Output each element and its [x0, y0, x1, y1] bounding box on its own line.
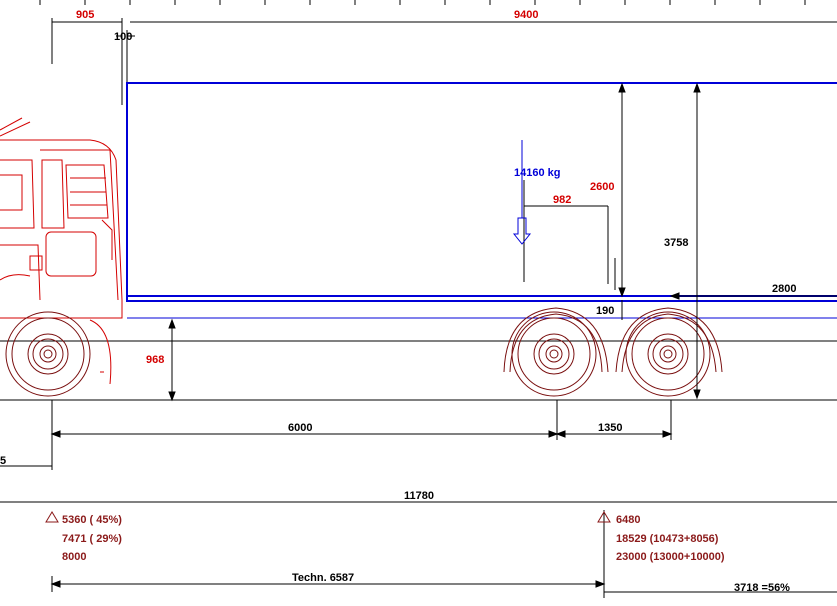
axle-load-markers — [45, 511, 611, 523]
rear-overhang-label: 2800 — [772, 283, 796, 295]
cog-height-label: 2600 — [590, 181, 614, 193]
overall-length-label: 11780 — [404, 490, 434, 502]
rear-axle-load-3: 23000 (13000+10000) — [616, 551, 725, 563]
front-axle-load-2: 7471 ( 29%) — [62, 533, 122, 545]
front-axle-load-3: 8000 — [62, 551, 86, 563]
top-ruler — [0, 0, 837, 5]
truck-cab — [0, 117, 123, 385]
rear-wheel-2 — [615, 307, 723, 397]
top-dimensions — [51, 18, 837, 105]
bottom-dimension-lines — [0, 400, 837, 598]
chassis — [0, 340, 837, 401]
ratio-label: 3718 =56% — [734, 582, 790, 594]
wheelbase-label: 6000 — [288, 422, 312, 434]
front-axle-load-1: 5360 ( 45%) — [62, 514, 122, 526]
cog-offset-label: 982 — [553, 194, 571, 206]
rear-axle-load-2: 18529 (10473+8056) — [616, 533, 719, 545]
front-wheel — [5, 311, 91, 397]
axle-spacing-label: 1350 — [598, 422, 622, 434]
rear-wheel-1 — [503, 307, 609, 397]
body-length-label: 9400 — [514, 9, 538, 21]
frame-ground-label: 968 — [146, 354, 164, 366]
cab-overhang-label: 905 — [76, 9, 94, 21]
payload-arrow — [512, 140, 532, 245]
frame-height-label: 190 — [596, 305, 614, 317]
left-cut-label: 5 — [0, 455, 6, 467]
gap-label: 100 — [114, 31, 132, 43]
payload-mass-label: 14160 kg — [514, 167, 560, 179]
rear-axle-load-1: 6480 — [616, 514, 640, 526]
body-dimension-lines — [168, 82, 837, 402]
body-height-label: 3758 — [664, 237, 688, 249]
cargo-body — [126, 82, 837, 319]
techn-label: Techn. 6587 — [292, 572, 354, 584]
